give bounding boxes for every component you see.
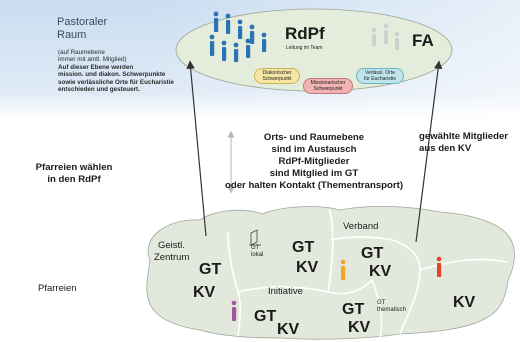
rdpf-subtitle: Leitung im Team [286,45,323,51]
initiative-label: Initiative [268,286,303,297]
pill-diaconal-line2: Schwerpunkt [262,76,292,82]
door-icon [249,229,261,246]
gt-label: GT [292,239,315,256]
kv-label: KV [277,321,300,338]
pill-eucharist-line2: für Eucharistie [364,76,396,82]
kv-label: KV [296,259,319,276]
person-icon [245,38,251,58]
pastoral-space-title-line1: Pastoraler [57,16,108,28]
person-icon [394,31,400,50]
note-line-1: (auf Raumebene [58,49,105,56]
rdpf-team-icons [209,11,267,62]
gt-label: GT [254,308,277,325]
spiritual-center-line1: Geistl. [158,240,185,251]
pill-diaconal-focus: Diakonischer Schwerpunkt [254,68,300,84]
person-icon [371,27,377,46]
exchange-line-4: sind Mitglied im GT [269,168,359,179]
parishes-elect-line-2: in den RdPf [47,174,101,185]
region-boundaries [227,209,509,339]
parishes-elect-text: Pfarreien wählen in den RdPf [22,162,126,186]
association-label: Verband [343,221,379,232]
arrow-kv-to-fa [415,60,443,243]
note-line-4: mission. und diakon. Schwerpunkte [58,71,166,79]
pill-missionary-line1: Missionarischer [310,80,346,86]
person-icon [233,42,239,62]
pill-diaconal-line1: Diakonischer [262,70,292,76]
person-icon [261,32,267,52]
kv-label: KV [193,284,216,301]
exchange-text: Orts- und Raumebene sind im Austausch Rd… [214,132,414,192]
pastoral-space-title: Pastoraler Raum [57,16,107,42]
gt-thematic-line2: thematisch [377,307,407,313]
exchange-line-2: sind im Austausch [271,144,357,155]
person-icon [213,11,219,32]
gt-local-label: GT lokal [251,245,263,259]
exchange-line-1: Orts- und Raumebene [263,132,365,143]
pill-eucharist-line1: Verlässl. Orte [364,70,395,76]
gt-label: GT [199,261,222,278]
gt-label: GT [361,245,384,262]
elected-members-text: gewählte Mitglieder aus den KV [419,131,508,155]
exchange-line-3: RdPf-Mitglieder [278,156,350,167]
spiritual-center-label: Geistl. Zentrum [154,240,190,264]
note-line-5: sowie verlässliche Orte für Eucharistie [58,78,174,86]
elected-line-2: aus den KV [419,143,472,154]
gt-thematic-line1: GT [377,300,386,306]
note-line-2: immer mit amtl. Mitglied) [58,56,127,64]
person-icon [225,13,231,34]
parishes-elect-line-1: Pfarreien wählen [35,162,113,173]
kv-label: KV [453,294,476,311]
fa-title: FA [412,31,434,50]
elected-line-1: gewählte Mitglieder [419,131,509,142]
gt-thematic-label: GT thematisch [377,300,406,314]
spiritual-center-line2: Zentrum [154,252,190,263]
arrow-parishes-to-rdpf [186,60,207,237]
person-icon [249,24,255,44]
person-icon [383,23,389,44]
gt-label: GT [342,301,365,318]
rdpf-title: RdPf [285,24,325,43]
pastoral-space-title-line2: Raum [57,29,87,41]
person-icon-orange [340,259,346,280]
pill-eucharist-places: Verlässl. Orte für Eucharistie [356,68,404,84]
person-icon [221,40,227,61]
note-line-3: Auf dieser Ebene werden [58,63,134,71]
note-line-6: entschieden und gesteuert. [58,86,140,94]
gt-local-line2: lokal [251,252,264,258]
pill-missionary-line2: Schwerpunkt [313,86,343,92]
fa-team-icons [371,23,400,50]
pastoral-space-note: (auf Raumebene immer mit amtl. Mitglied)… [58,49,208,93]
exchange-line-5: oder halten Kontakt (Thementransport) [224,180,404,191]
gt-local-line1: GT [251,245,260,251]
person-icon [209,34,215,56]
person-icon-red [436,256,442,277]
pill-missionary-focus: Missionarischer Schwerpunkt [303,78,353,94]
parishes-label: Pfarreien [38,283,77,294]
person-icon-purple [231,300,237,321]
person-icon [237,19,243,39]
kv-label: KV [369,263,392,280]
kv-label: KV [348,319,371,336]
